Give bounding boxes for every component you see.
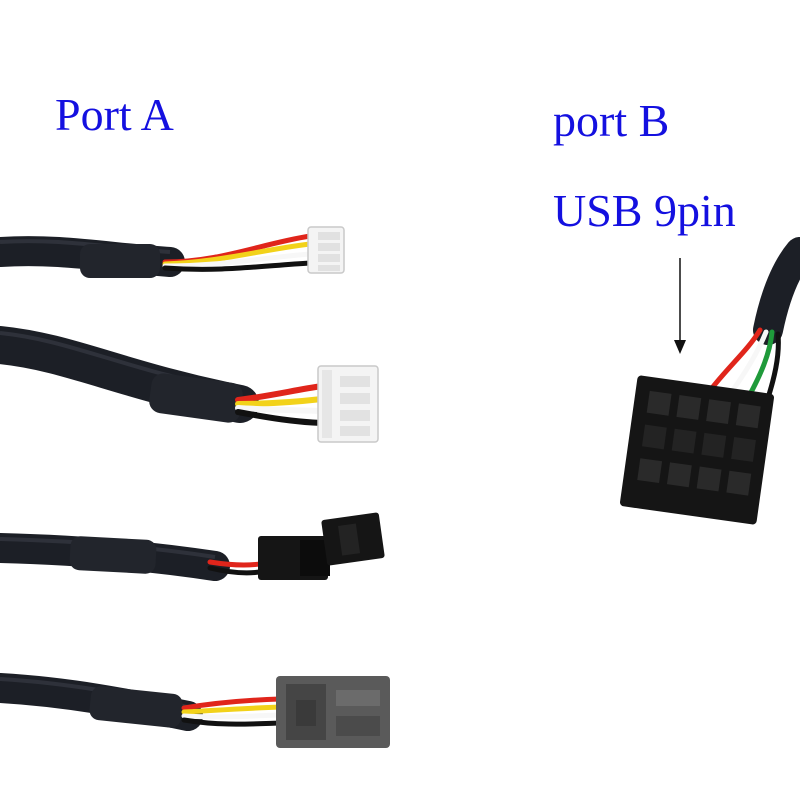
- cable-2: [0, 326, 379, 443]
- cable-4: [0, 673, 390, 748]
- gray-latch-connector: [276, 676, 390, 748]
- wire-bundle: [162, 233, 313, 272]
- pointer-arrow: [674, 258, 686, 354]
- jst-4pin-connector: [307, 226, 345, 274]
- heat-shrink-sleeve: [89, 686, 183, 728]
- usb-9pin-label: USB 9pin: [553, 185, 736, 236]
- wire-bundle: [181, 696, 283, 727]
- heat-shrink-sleeve: [149, 373, 243, 423]
- wire-bundle: [235, 383, 325, 426]
- port-a-label: Port A: [55, 89, 174, 140]
- cable-1: [0, 226, 345, 278]
- heat-shrink-sleeve: [80, 244, 160, 278]
- port-b-label: port B: [553, 95, 670, 146]
- heat-shrink-sleeve: [69, 536, 157, 574]
- black-2pin-connector: [258, 512, 385, 580]
- usb-9pin-header-connector: [620, 375, 774, 525]
- usb-9pin-cable: [620, 237, 800, 525]
- cable-3: [0, 512, 385, 581]
- ph-4pin-connector: [317, 365, 379, 443]
